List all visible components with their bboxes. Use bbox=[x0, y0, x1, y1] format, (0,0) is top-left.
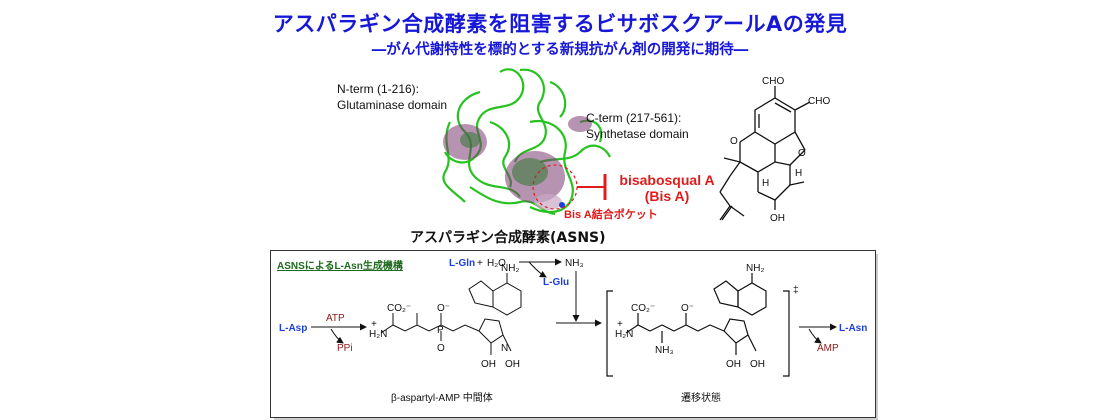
protein-figure bbox=[420, 62, 630, 222]
compound-abbr: (Bis A) bbox=[644, 188, 690, 204]
p-label: P bbox=[437, 325, 444, 336]
l-gln: L-Gln bbox=[449, 258, 475, 269]
oh-2: OH bbox=[505, 359, 520, 370]
cterm-label: C-term (217-561): Synthetase domain bbox=[586, 110, 689, 142]
o-1: O bbox=[730, 136, 738, 147]
n-label: N bbox=[501, 343, 508, 354]
plus-sign: + bbox=[477, 258, 483, 269]
amp: AMP bbox=[817, 343, 839, 354]
page-subtitle: ―がん代謝特性を標的とする新規抗がん剤の開発に期待― bbox=[371, 42, 749, 58]
l-asp: L-Asp bbox=[279, 323, 307, 334]
l-asn: L-Asn bbox=[839, 323, 867, 334]
nh2-label: NH₂ bbox=[501, 263, 519, 274]
mechanism-heading: ASNSによるL-Asn生成機構 bbox=[277, 261, 403, 272]
ppi: PPi bbox=[337, 343, 353, 354]
oh-1: OH bbox=[481, 359, 496, 370]
bisabosqual-structure: CHO CHO O O H H OH bbox=[719, 76, 830, 224]
cterm-range: C-term (217-561): bbox=[586, 111, 682, 125]
compound-name: bisabosqual A (Bis A) bbox=[612, 172, 722, 204]
o-label: O bbox=[437, 343, 445, 354]
cterm-domain: Synthetase domain bbox=[586, 127, 689, 141]
plus-charge: + bbox=[371, 319, 377, 330]
nh3: NH₃ bbox=[565, 258, 584, 269]
intermediate-label: β-aspartyl-AMP 中間体 bbox=[391, 391, 493, 404]
co2-label: CO₂⁻ bbox=[387, 303, 411, 314]
ts-label: 遷移状態 bbox=[681, 391, 721, 404]
ts-oh-2: OH bbox=[750, 359, 765, 370]
atp: ATP bbox=[326, 313, 345, 324]
ts-h2n: H₂N bbox=[615, 329, 633, 340]
ts-nh3: NH₃ bbox=[655, 345, 674, 356]
nterm-domain: Glutaminase domain bbox=[337, 98, 448, 112]
cho-1: CHO bbox=[762, 76, 784, 87]
o-minus-label: O⁻ bbox=[437, 303, 450, 314]
h-2: H bbox=[795, 168, 802, 179]
oh-label: OH bbox=[770, 213, 785, 224]
dagger: ‡ bbox=[793, 285, 799, 296]
h2n-label: H₂N bbox=[369, 329, 387, 340]
ts-plus: + bbox=[617, 319, 623, 330]
nterm-range: N-term (1-216): bbox=[337, 82, 420, 96]
ts-nh2: NH₂ bbox=[746, 263, 764, 274]
enzyme-name: アスパラギン合成酵素(ASNS) bbox=[410, 230, 606, 246]
ts-ominus: O⁻ bbox=[681, 303, 694, 314]
h2o: H₂O bbox=[487, 258, 506, 269]
pocket-label: Bis A結合ポケット bbox=[564, 209, 658, 221]
cho-2: CHO bbox=[808, 96, 830, 107]
o-2: O bbox=[798, 148, 806, 159]
protein-structure-image bbox=[442, 68, 611, 216]
mechanism-scheme: L-Gln + H₂O NH₃ L-Glu L-Asp ATP PPi CO₂⁻ bbox=[279, 258, 867, 404]
page-title: アスパラギン合成酵素を阻害するビサボスクアールAの発見 bbox=[272, 12, 848, 36]
l-glu: L-Glu bbox=[543, 277, 569, 288]
ts-co2: CO₂⁻ bbox=[631, 303, 655, 314]
pocket-marker bbox=[532, 164, 607, 210]
mechanism-box: ASNSによるL-Asn生成機構 L-Gln + H₂O NH₃ L-Glu L… bbox=[270, 250, 876, 418]
compound-name-text: bisabosqual A bbox=[619, 172, 715, 188]
nterm-label: N-term (1-216): Glutaminase domain bbox=[337, 81, 447, 113]
h-1: H bbox=[762, 178, 769, 189]
ts-oh-1: OH bbox=[726, 359, 741, 370]
